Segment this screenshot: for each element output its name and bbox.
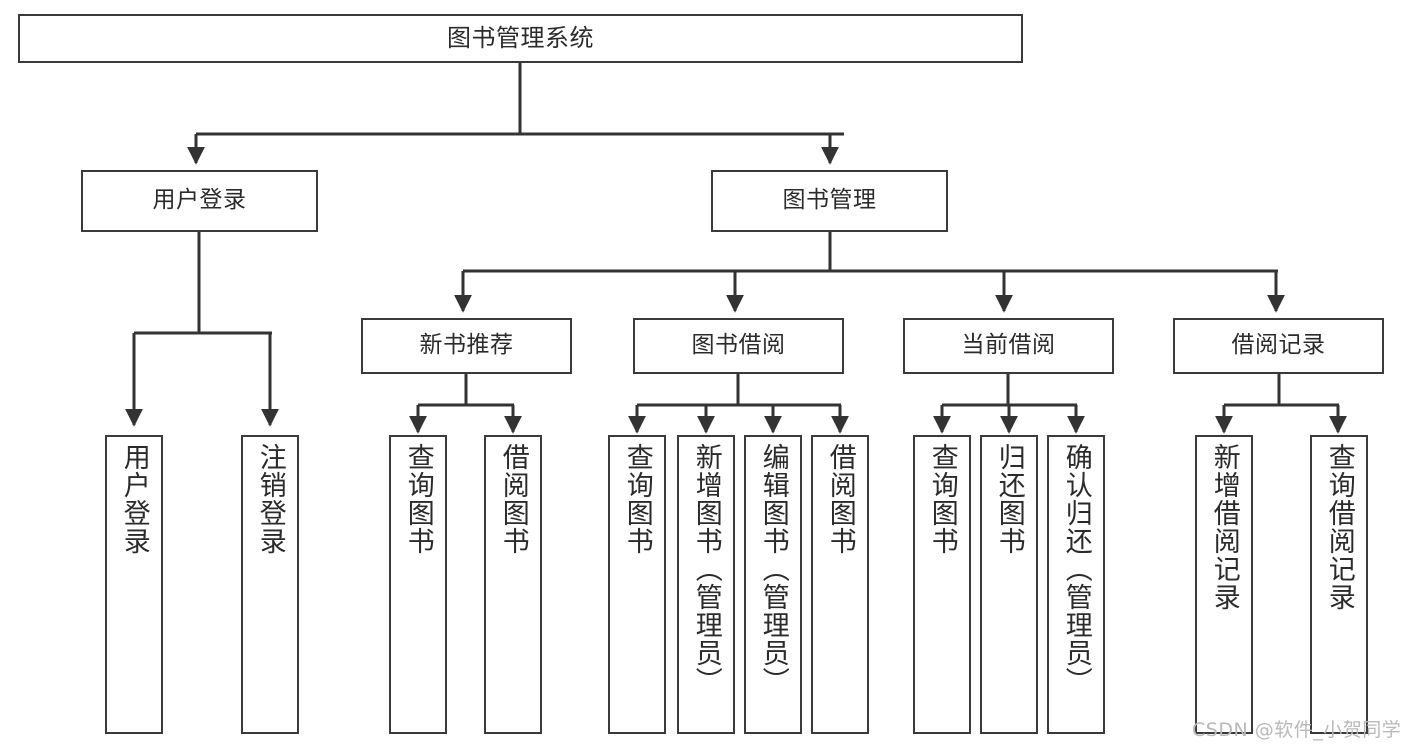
node-borrow-records-label: 借阅记录 [1231, 332, 1326, 359]
node-leaf-borrow-book-label: 借阅图书 [824, 443, 856, 555]
node-leaf-return-book[interactable]: 归还图书 [980, 435, 1038, 734]
node-leaf-query-book-borrow-label: 查询图书 [621, 443, 653, 555]
node-leaf-user-login[interactable]: 用户登录 [105, 435, 163, 734]
node-current-borrow[interactable]: 当前借阅 [903, 318, 1114, 374]
node-book-management-label: 图书管理 [782, 187, 877, 214]
node-leaf-query-book-recommend-label: 查询图书 [402, 443, 434, 555]
node-book-borrow[interactable]: 图书借阅 [633, 318, 844, 374]
node-borrow-records[interactable]: 借阅记录 [1173, 318, 1384, 374]
node-book-management[interactable]: 图书管理 [711, 170, 948, 232]
node-leaf-add-book-admin-label: 新增图书（管理员） [690, 443, 722, 695]
node-new-book-recommend-label: 新书推荐 [419, 332, 514, 359]
node-leaf-user-login-label: 用户登录 [118, 443, 150, 555]
node-user-login[interactable]: 用户登录 [81, 170, 318, 232]
node-leaf-query-book-current-label: 查询图书 [926, 443, 958, 555]
node-new-book-recommend[interactable]: 新书推荐 [361, 318, 572, 374]
node-leaf-edit-book-admin[interactable]: 编辑图书（管理员） [744, 435, 802, 734]
node-book-borrow-label: 图书借阅 [691, 332, 786, 359]
node-root-label: 图书管理系统 [447, 24, 594, 53]
node-leaf-confirm-return-admin-label: 确认归还（管理员） [1060, 443, 1092, 695]
node-leaf-add-book-admin[interactable]: 新增图书（管理员） [677, 435, 735, 734]
node-current-borrow-label: 当前借阅 [961, 332, 1056, 359]
node-leaf-add-borrow-record-label: 新增借阅记录 [1208, 443, 1240, 611]
node-leaf-logout[interactable]: 注销登录 [241, 435, 299, 734]
node-leaf-borrow-book[interactable]: 借阅图书 [811, 435, 869, 734]
node-leaf-logout-label: 注销登录 [254, 443, 286, 555]
node-leaf-return-book-label: 归还图书 [993, 443, 1025, 555]
node-leaf-add-borrow-record[interactable]: 新增借阅记录 [1195, 435, 1253, 734]
node-leaf-query-book-recommend[interactable]: 查询图书 [389, 435, 447, 734]
node-user-login-label: 用户登录 [152, 187, 247, 214]
node-leaf-query-borrow-record-label: 查询借阅记录 [1323, 443, 1355, 611]
node-leaf-borrow-book-recommend[interactable]: 借阅图书 [484, 435, 542, 734]
node-leaf-confirm-return-admin[interactable]: 确认归还（管理员） [1047, 435, 1105, 734]
node-root[interactable]: 图书管理系统 [18, 14, 1023, 63]
node-leaf-query-book-current[interactable]: 查询图书 [913, 435, 971, 734]
node-leaf-edit-book-admin-label: 编辑图书（管理员） [757, 443, 789, 695]
watermark-text: CSDN @软件_小贺同学 [1192, 719, 1402, 741]
node-leaf-query-borrow-record[interactable]: 查询借阅记录 [1310, 435, 1368, 734]
node-leaf-query-book-borrow[interactable]: 查询图书 [608, 435, 666, 734]
node-leaf-borrow-book-recommend-label: 借阅图书 [497, 443, 529, 555]
